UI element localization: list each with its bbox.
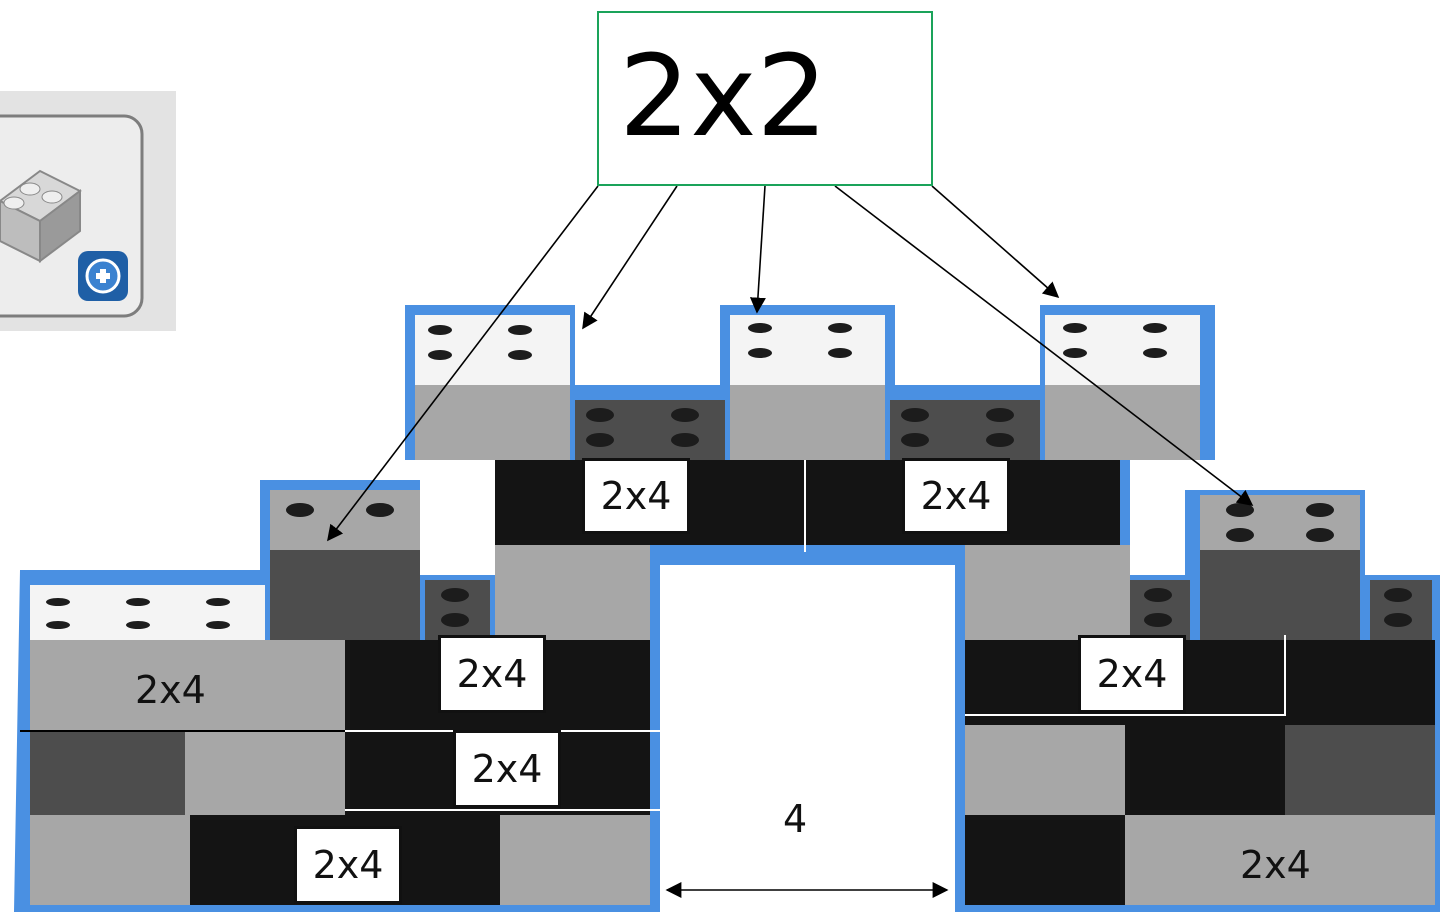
- brick-type-box: 2x2: [597, 11, 933, 186]
- label-mid-left: 2x4: [438, 635, 546, 713]
- right-tower: [965, 495, 1435, 905]
- light-brick-top: [270, 490, 420, 550]
- brick-type-label: 2x2: [619, 32, 828, 162]
- palette-panel: [0, 91, 176, 331]
- label-left-plain: 2x4: [135, 668, 206, 712]
- dark-brick-row2: [30, 730, 185, 815]
- gray-brick-row1: [30, 640, 345, 730]
- brick-icon: [0, 169, 82, 263]
- label-bottom-right: 2x4: [1240, 843, 1311, 887]
- label-upper-left: 2x4: [582, 458, 690, 534]
- black-brick-row1-right: [965, 640, 1435, 725]
- add-brick-button[interactable]: [0, 91, 176, 331]
- arrows: [327, 185, 1254, 898]
- label-center-left-row: 2x4: [453, 730, 561, 808]
- dark-brick-2x2-right: [1200, 550, 1360, 640]
- gray-brick-pillar-left: [495, 545, 650, 640]
- studs: [46, 323, 1412, 629]
- plus-badge-icon: [78, 251, 128, 301]
- gray-brick-row3b: [500, 815, 650, 905]
- dark-brick-2x2: [270, 550, 420, 640]
- gap-width-label: 4: [783, 797, 808, 841]
- gray-brick-row2: [185, 730, 345, 815]
- gray-brick-row3: [30, 815, 190, 905]
- gray-brick-pillar-right: [965, 545, 1130, 640]
- label-upper-right: 2x4: [902, 458, 1010, 534]
- label-mid-right: 2x4: [1078, 635, 1186, 713]
- light-brick-top-right: [1200, 495, 1360, 550]
- white-brick-2x6: [30, 585, 265, 640]
- label-bottom-left: 2x4: [294, 826, 402, 904]
